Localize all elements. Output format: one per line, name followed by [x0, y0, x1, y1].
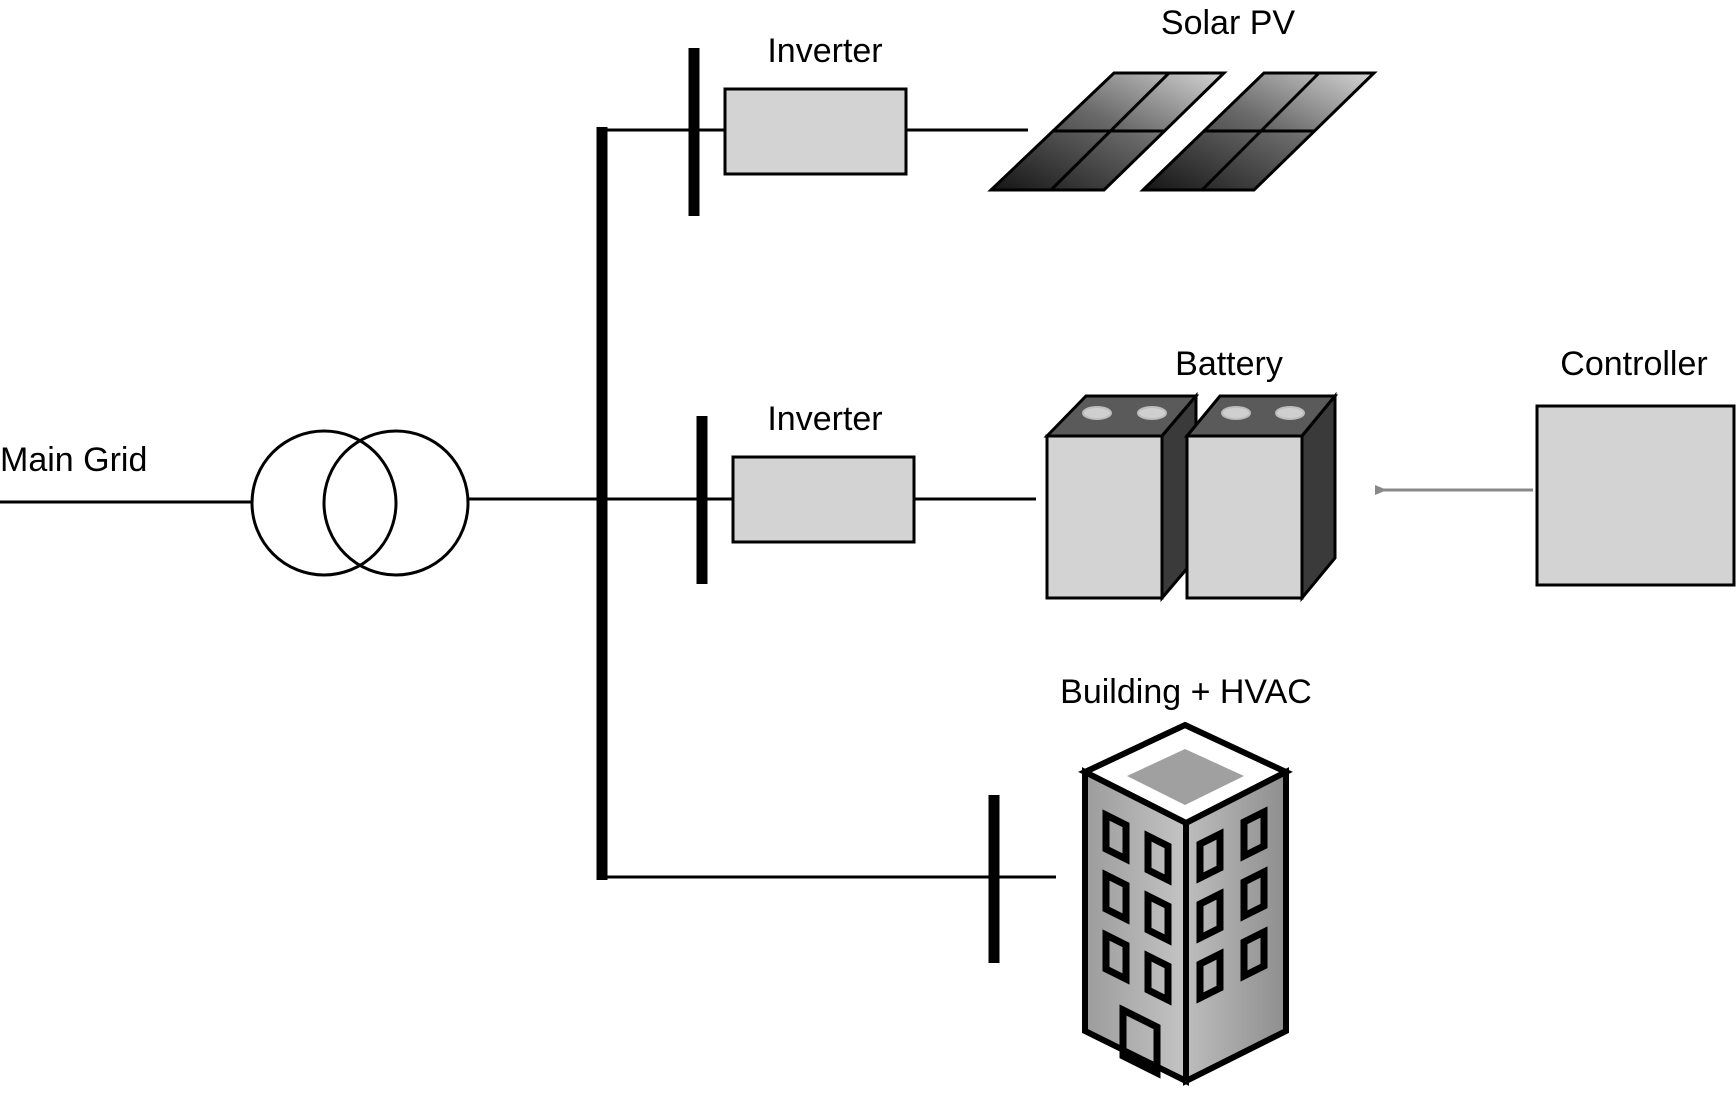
solar-panel-icon — [987, 71, 1378, 192]
solar-pv-label: Solar PV — [1161, 4, 1295, 42]
inverter-top-box — [723, 87, 908, 176]
building-branch — [602, 795, 1056, 963]
building-icon — [1078, 721, 1293, 1086]
battery-branch — [602, 416, 1036, 584]
solar-branch — [602, 48, 1028, 216]
inverter-top-label: Inverter — [767, 32, 882, 70]
inverter-mid-box — [731, 455, 916, 544]
battery-icon — [1043, 391, 1339, 603]
controller-box — [1535, 404, 1736, 587]
inverter-mid-label: Inverter — [767, 400, 882, 438]
battery-label: Battery — [1175, 345, 1283, 383]
transformer-icon — [250, 429, 470, 577]
building-label: Building + HVAC — [1060, 673, 1312, 711]
controller-label: Controller — [1560, 345, 1707, 383]
main-grid-label: Main Grid — [0, 441, 147, 479]
